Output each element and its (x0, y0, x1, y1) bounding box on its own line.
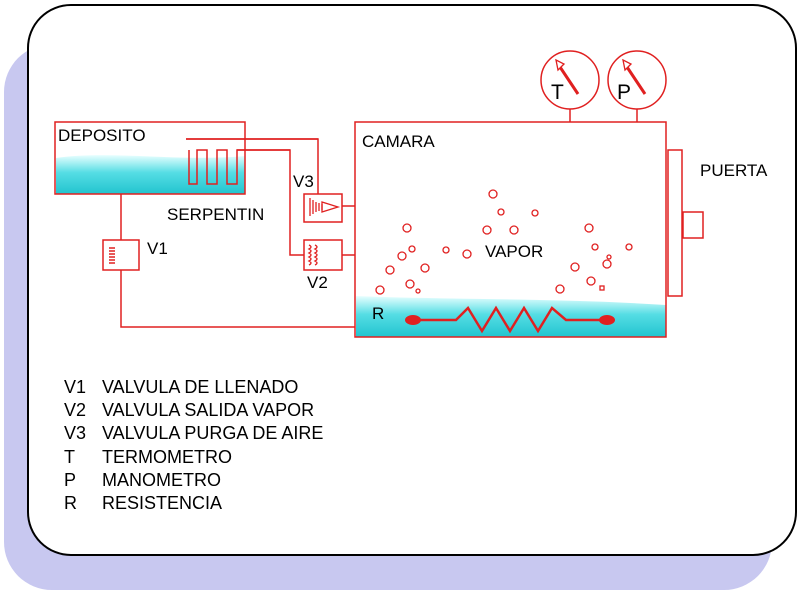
t-gauge-stem (569, 108, 638, 122)
t-thermometer-gauge (540, 50, 600, 110)
piping (120, 138, 355, 328)
v2-label: V2 (307, 273, 328, 292)
puerta-door (667, 149, 704, 297)
t-label: T (551, 81, 564, 104)
serpentin-coil-loops (188, 149, 290, 185)
v1-valve (102, 239, 140, 271)
p-manometer-gauge (607, 50, 667, 110)
camara-label: CAMARA (362, 132, 435, 151)
r-label: R (372, 304, 384, 323)
p-label: P (617, 81, 631, 104)
v2-valve (303, 239, 343, 271)
vapor-bubbles (375, 189, 633, 295)
deposito-label: DEPOSITO (58, 126, 146, 145)
vapor-label: VAPOR (485, 242, 543, 261)
camara-chamber (354, 121, 667, 338)
puerta-label: PUERTA (700, 161, 768, 180)
v1-label: V1 (147, 239, 168, 258)
resistencia-heater (405, 305, 615, 334)
v3-label: V3 (293, 172, 314, 191)
serpentin-label: SERPENTIN (167, 205, 264, 224)
v3-valve (303, 193, 343, 223)
